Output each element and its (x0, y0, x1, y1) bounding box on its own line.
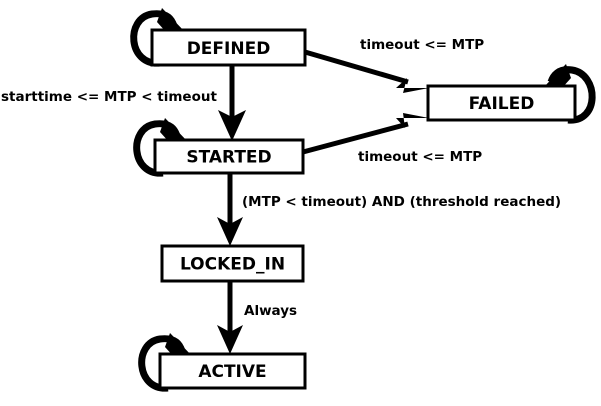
active-self-loop-arrowhead (165, 333, 193, 357)
edge-label-defined-failed: timeout <= MTP (360, 37, 484, 53)
edge-label-started-lockedin: (MTP < timeout) AND (threshold reached) (242, 194, 561, 210)
failed-box[interactable] (426, 84, 577, 122)
edge-label-started-failed: timeout <= MTP (358, 149, 482, 165)
edge-label-lockedin-active: Always (244, 303, 297, 319)
started-box[interactable] (153, 138, 305, 175)
defined-failed-arrowhead (396, 78, 429, 93)
transition-failed-self-loop (543, 64, 596, 124)
transition-defined-self-loop (130, 8, 185, 67)
state-node-defined[interactable]: DEFINED (150, 28, 307, 67)
edge-label-defined-started: starttime <= MTP < timeout (1, 89, 217, 105)
lockedin-active-arrowhead (217, 325, 243, 354)
failed-self-loop-path (547, 66, 596, 124)
started-self-loop-arrowhead (160, 118, 188, 142)
failed-label: FAILED (469, 94, 535, 114)
transition-defined-to-failed (304, 49, 429, 93)
defined-box[interactable] (150, 28, 307, 67)
transition-defined-to-started (218, 65, 246, 141)
state-node-locked-in[interactable]: LOCKED_IN (160, 244, 305, 283)
transition-lockedin-to-active (217, 281, 243, 354)
transition-started-to-lockedin (217, 173, 243, 246)
locked-in-box[interactable] (160, 244, 305, 283)
locked-in-label: LOCKED_IN (180, 255, 285, 275)
started-failed-line (302, 121, 409, 155)
defined-self-loop-arrowhead (157, 8, 185, 32)
active-label: ACTIVE (198, 362, 266, 382)
state-node-active[interactable]: ACTIVE (158, 352, 307, 390)
defined-started-arrowhead (218, 110, 246, 141)
defined-failed-line (304, 49, 409, 85)
started-failed-arrowhead (396, 113, 429, 128)
state-node-failed[interactable]: FAILED (426, 84, 577, 122)
transition-started-to-failed (302, 113, 429, 155)
defined-label: DEFINED (187, 39, 271, 59)
transition-started-self-loop (133, 118, 188, 177)
failed-self-loop-arrowhead (543, 64, 571, 88)
started-label: STARTED (186, 148, 271, 168)
active-box[interactable] (158, 352, 307, 390)
started-lockedin-arrowhead (217, 217, 243, 246)
state-node-started[interactable]: STARTED (153, 138, 305, 175)
transition-active-self-loop (138, 333, 193, 392)
